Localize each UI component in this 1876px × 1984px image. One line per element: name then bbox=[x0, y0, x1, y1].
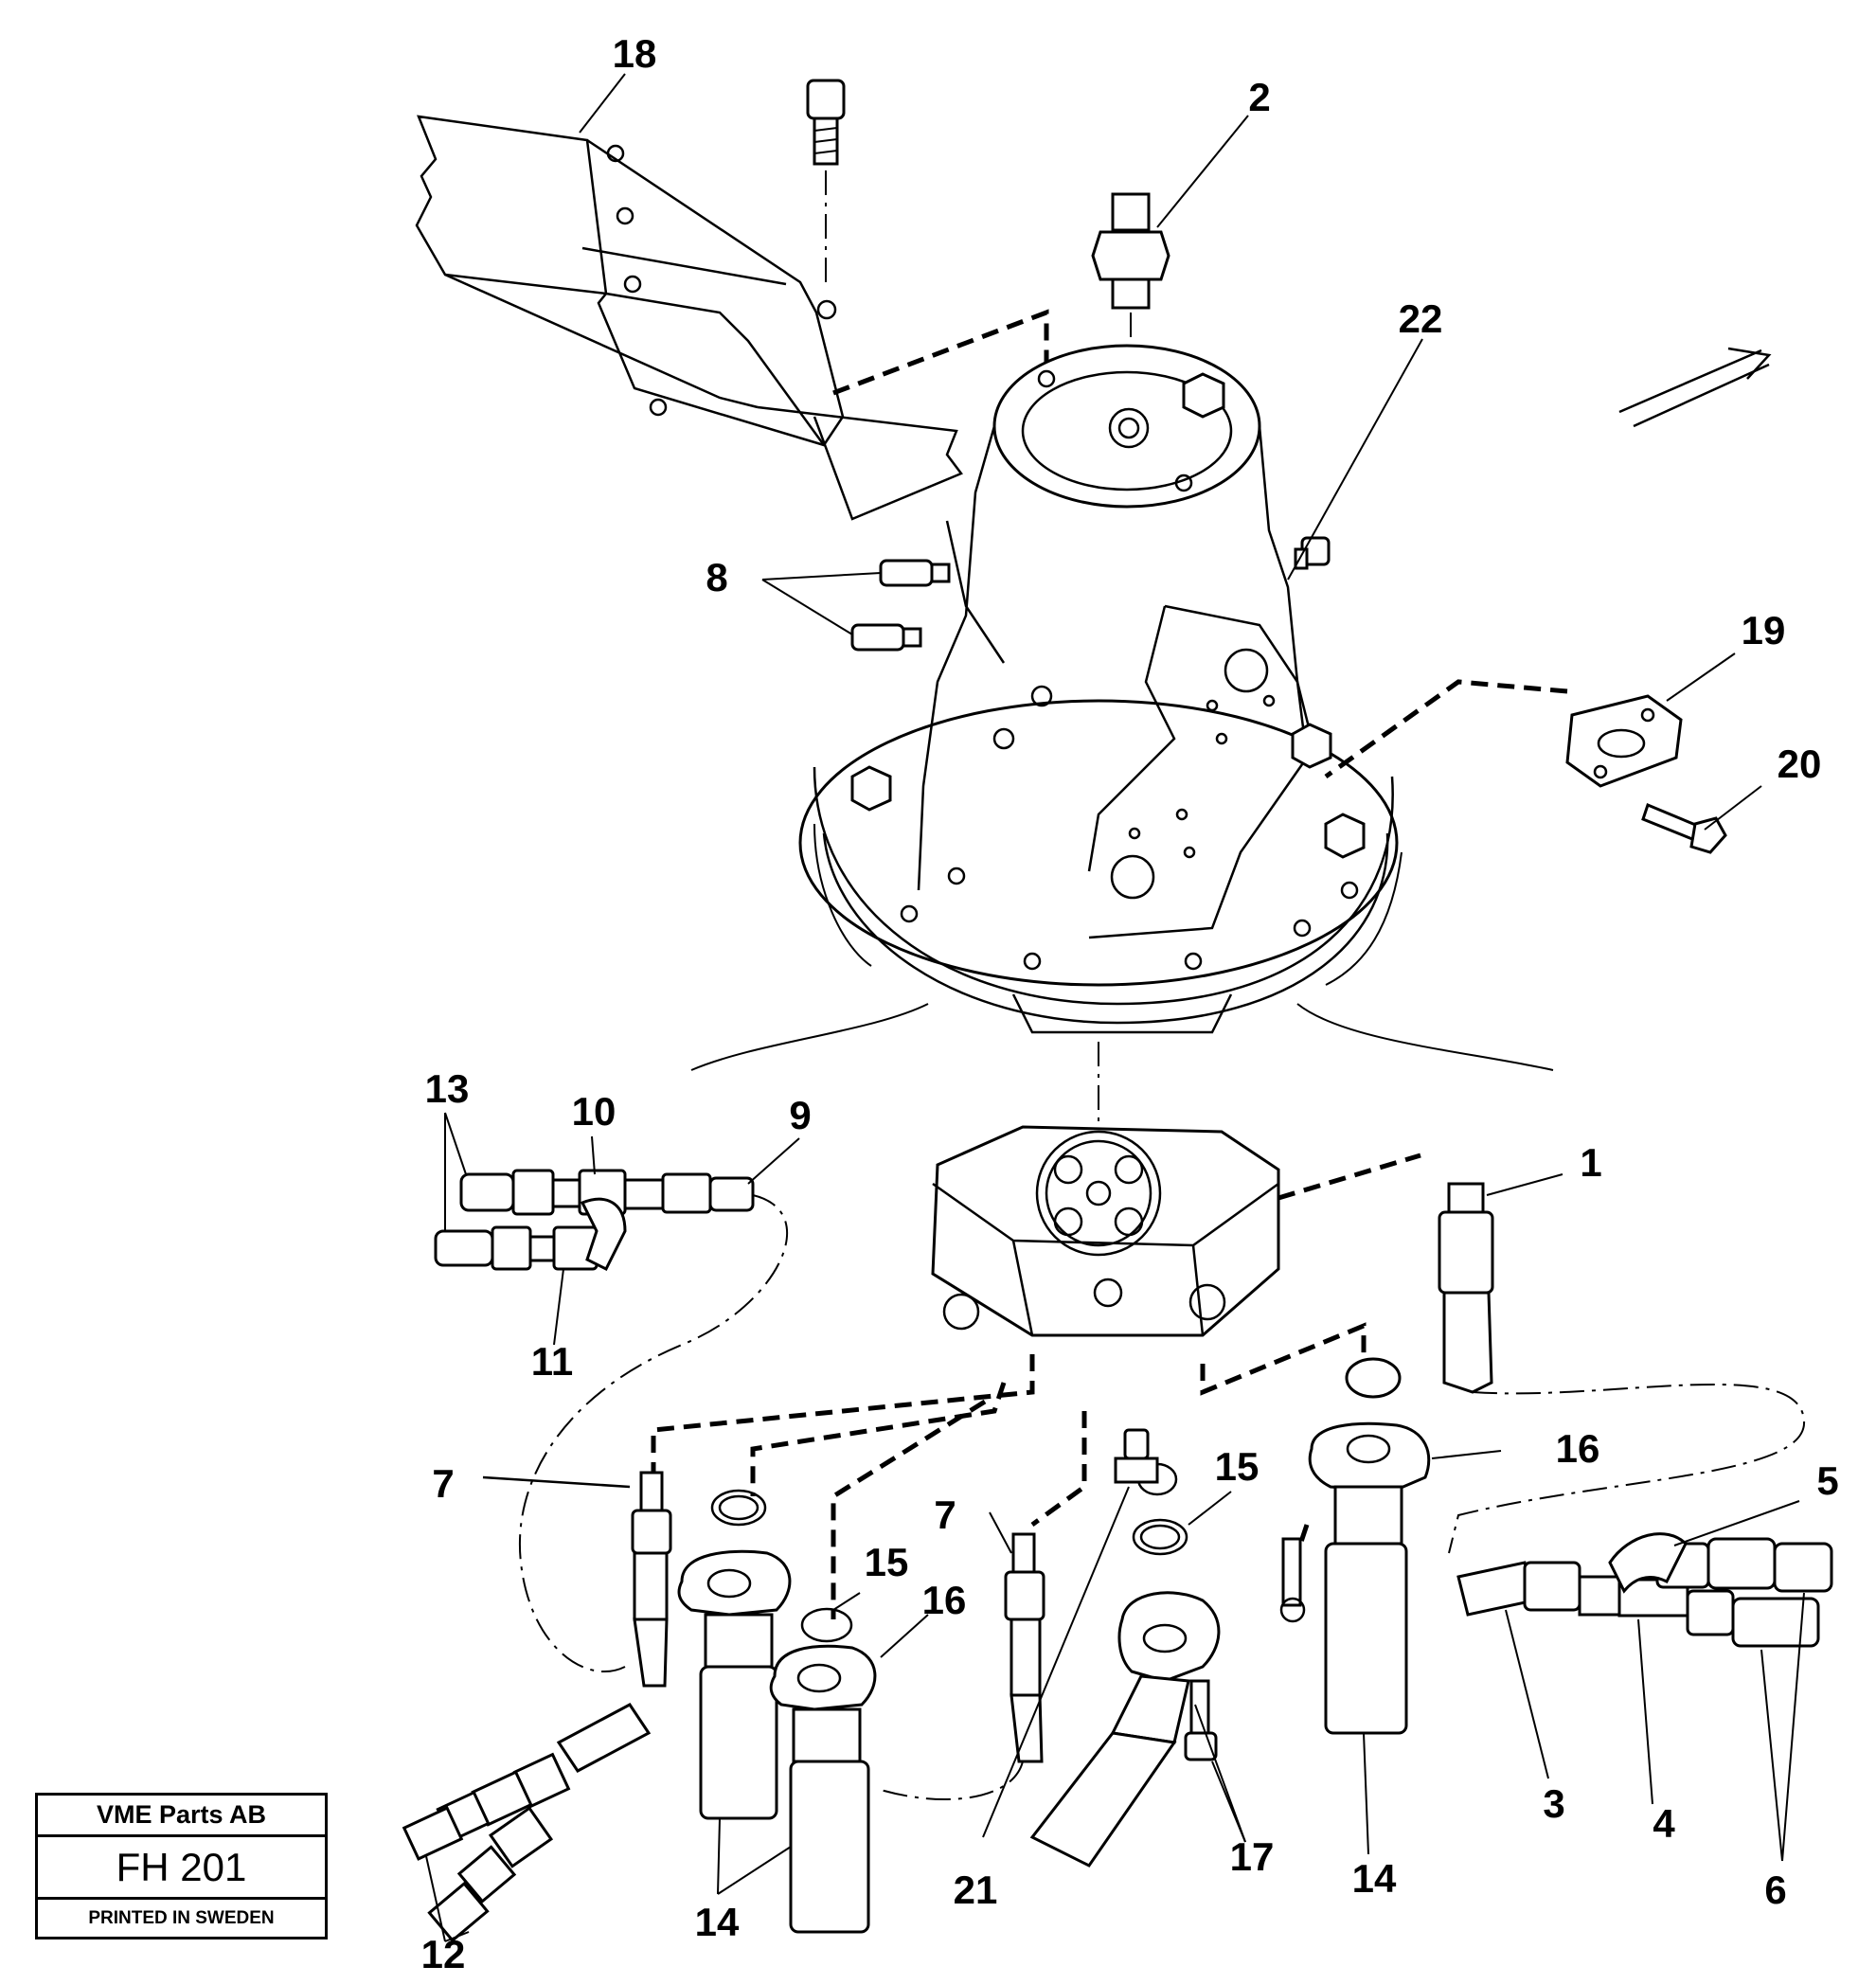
callout-2: 2 bbox=[1248, 75, 1271, 119]
callout-3: 3 bbox=[1543, 1781, 1565, 1826]
callout-8: 8 bbox=[706, 555, 728, 599]
plug-fitting bbox=[1294, 536, 1331, 570]
company-name: VME Parts AB bbox=[38, 1796, 325, 1837]
callout-15-left: 15 bbox=[864, 1540, 909, 1584]
callout-18: 18 bbox=[612, 31, 657, 76]
split-flange bbox=[1324, 679, 1683, 788]
callout-10: 10 bbox=[571, 1089, 616, 1134]
plug-21 bbox=[1114, 1428, 1159, 1484]
callout-7-center: 7 bbox=[934, 1492, 956, 1537]
callout-16-left: 16 bbox=[921, 1578, 967, 1622]
callout-4: 4 bbox=[1653, 1801, 1675, 1846]
callout-22: 22 bbox=[1398, 296, 1443, 341]
callout-13: 13 bbox=[424, 1066, 470, 1111]
callout-16-right: 16 bbox=[1555, 1426, 1600, 1471]
callout-6: 6 bbox=[1764, 1868, 1787, 1912]
hose-tee-assembly-lower-left bbox=[402, 1703, 652, 1943]
direction-arrow-icon bbox=[1618, 347, 1772, 428]
pipe-nipple bbox=[1091, 192, 1170, 407]
angled-flange-hose-center bbox=[1029, 1462, 1221, 1868]
flange-bolt bbox=[1641, 802, 1727, 854]
flange-hose-right bbox=[1279, 1357, 1431, 1735]
vent-fittings bbox=[850, 559, 951, 652]
fitting-hose-left bbox=[482, 1471, 672, 1688]
hose-tee-assembly-right bbox=[1456, 1532, 1833, 1648]
leader-lines bbox=[425, 73, 1805, 1942]
mounting-bracket bbox=[415, 115, 963, 521]
callout-15-right: 15 bbox=[1214, 1444, 1260, 1489]
printed-note: PRINTED IN SWEDEN bbox=[88, 1908, 275, 1928]
title-block: VME Parts AB FH 201 PRINTED IN SWEDEN bbox=[35, 1793, 328, 1939]
swing-motor bbox=[690, 344, 1554, 1174]
callout-14-right: 14 bbox=[1351, 1856, 1397, 1901]
callout-11: 11 bbox=[530, 1339, 574, 1384]
flange-hose-left-center bbox=[677, 1489, 877, 1934]
callout-21: 21 bbox=[953, 1868, 998, 1912]
callout-12: 12 bbox=[420, 1932, 466, 1976]
callout-1: 1 bbox=[1580, 1140, 1602, 1185]
swivel-block bbox=[931, 1125, 1280, 1337]
callout-17: 17 bbox=[1229, 1834, 1275, 1879]
callout-14-left: 14 bbox=[694, 1900, 740, 1944]
bracket-bolt bbox=[806, 79, 846, 289]
drawing-code: FH 201 bbox=[38, 1837, 325, 1900]
callout-5: 5 bbox=[1816, 1458, 1839, 1503]
hose-assembly-right bbox=[1438, 1182, 1806, 1554]
callout-19: 19 bbox=[1741, 608, 1786, 652]
fitting-hose-center bbox=[880, 1532, 1045, 1800]
callout-7-left: 7 bbox=[432, 1461, 455, 1506]
callout-9: 9 bbox=[789, 1093, 812, 1137]
callout-20: 20 bbox=[1777, 742, 1822, 786]
tee-fitting-assembly-left bbox=[434, 1169, 789, 1672]
